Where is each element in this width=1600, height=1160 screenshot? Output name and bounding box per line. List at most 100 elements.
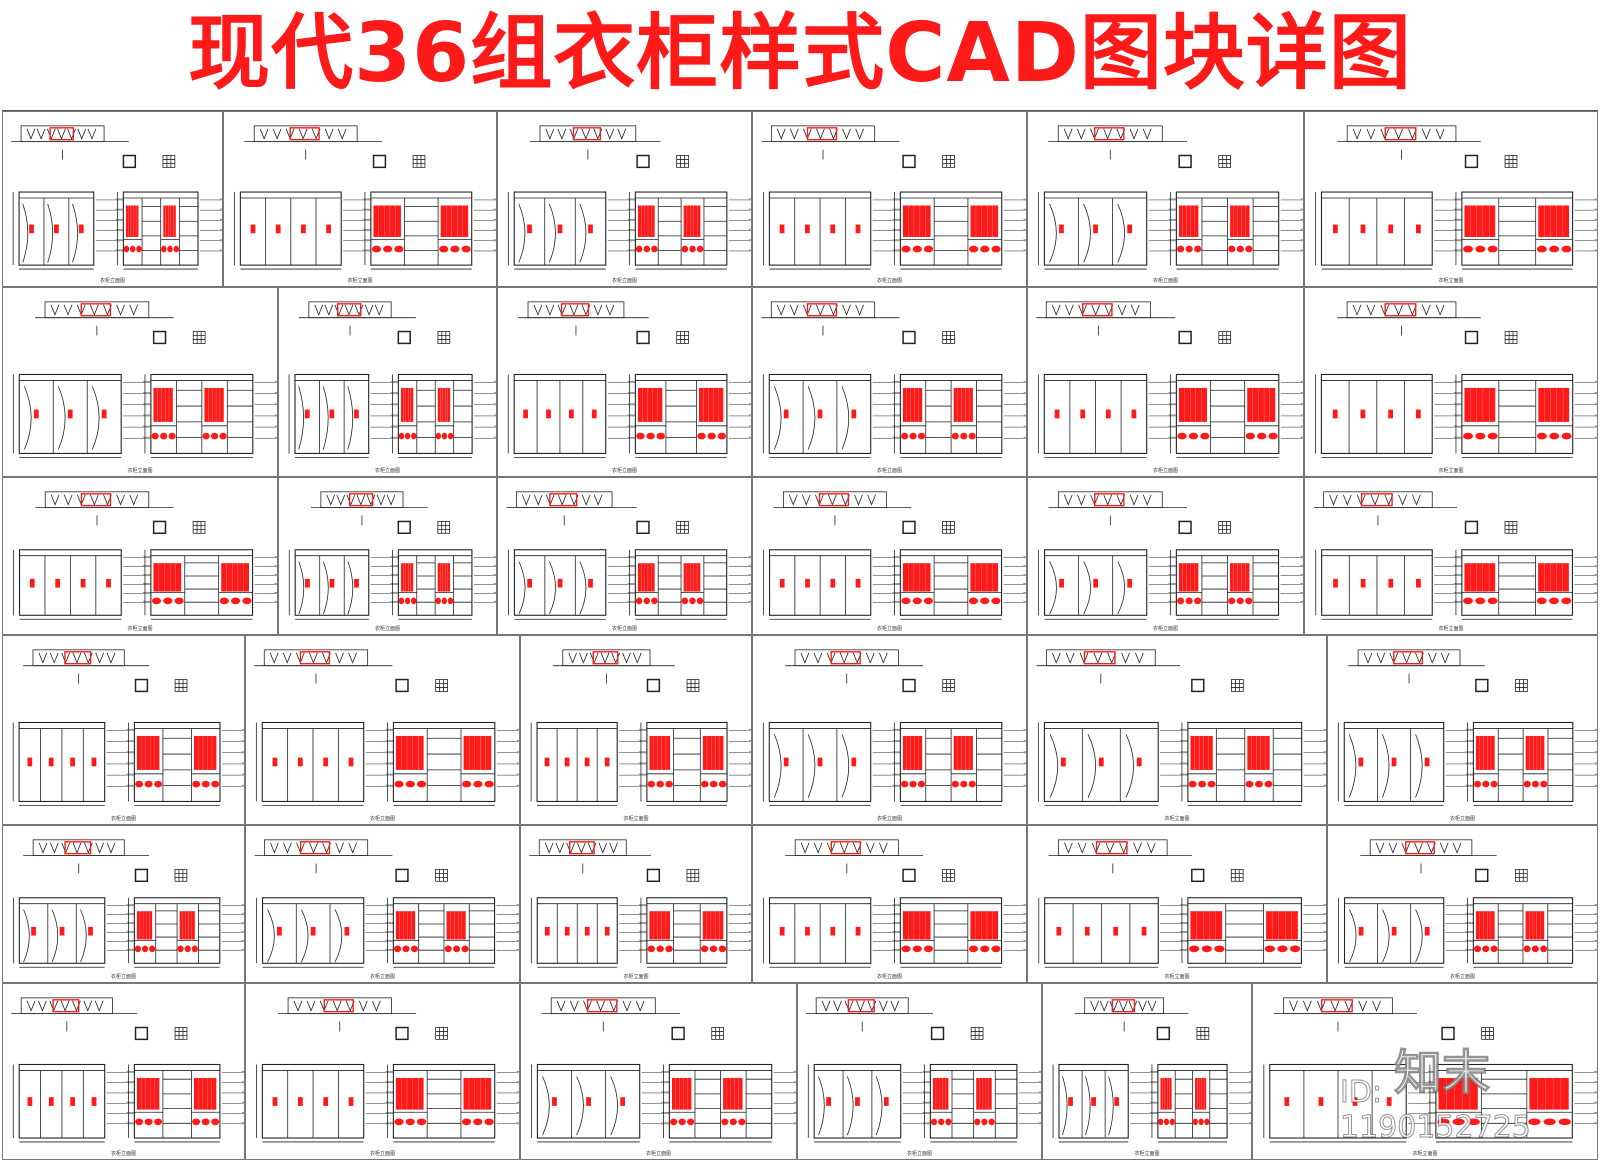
tile-caption: 衣柜立面图 [611,468,637,474]
tile-caption: 衣柜立面图 [876,626,902,632]
tile-caption: 衣柜立面图 [611,278,637,284]
wardrobe-elevation-drawing [530,649,751,806]
tile-caption: 衣柜立面图 [369,974,395,980]
wardrobe-elevation-drawing [13,491,277,620]
wardrobe-elevation-drawing [763,491,1026,620]
tile-caption: 衣柜立面图 [110,816,136,822]
tile-caption: 衣柜立面图 [127,468,153,474]
tile-caption: 衣柜立面图 [347,278,373,284]
wardrobe-elevation-drawing [763,839,1026,968]
wardrobe-elevation-drawing [507,301,751,458]
wardrobe-elevation-drawing [1338,839,1597,968]
wardrobe-elevation-drawing [288,491,496,620]
tile-caption: 衣柜立面图 [1438,468,1464,474]
wardrobe-drawing-tile: 衣柜立面图 [223,111,497,287]
wardrobe-drawing-tile: 衣柜立面图 [1027,825,1327,983]
wardrobe-drawing-tile: 衣柜立面图 [497,111,752,287]
wardrobe-drawing-tile: 衣柜立面图 [1304,477,1598,635]
wardrobe-drawing-tile: 衣柜立面图 [1027,477,1304,635]
wardrobe-drawing-tile: 衣柜立面图 [1304,111,1598,287]
wardrobe-drawing-tile: 衣柜立面图 [2,983,245,1160]
wardrobe-elevation-drawing [1038,839,1326,968]
tile-caption: 衣柜立面图 [374,626,400,632]
wardrobe-elevation-drawing [12,301,277,458]
tile-caption: 衣柜立面图 [623,974,649,980]
wardrobe-drawing-tile: 衣柜立面图 [752,825,1027,983]
tile-caption: 衣柜立面图 [645,1151,671,1157]
wardrobe-elevation-drawing [1036,649,1326,806]
tile-caption: 衣柜立面图 [1152,626,1178,632]
wardrobe-drawing-tile: 衣柜立面图 [278,477,497,635]
wardrobe-drawing-tile: 衣柜立面图 [497,287,752,477]
wardrobe-drawing-tile: 衣柜立面图 [245,983,520,1160]
wardrobe-drawing-tile: 衣柜立面图 [752,477,1027,635]
tile-caption: 衣柜立面图 [1164,974,1190,980]
tile-caption: 衣柜立面图 [1412,1151,1438,1157]
wardrobe-elevation-drawing [1052,997,1251,1143]
tile-caption: 衣柜立面图 [369,1151,395,1157]
wardrobe-drawing-tile: 衣柜立面图 [2,111,223,287]
tile-caption: 衣柜立面图 [374,468,400,474]
wardrobe-drawing-tile: 衣柜立面图 [245,825,520,983]
wardrobe-elevation-drawing [762,649,1026,806]
wardrobe-drawing-tile: 衣柜立面图 [1027,635,1327,825]
wardrobe-drawing-tile: 衣柜立面图 [278,287,497,477]
wardrobe-drawing-tile: 衣柜立面图 [1027,111,1304,287]
tile-caption: 衣柜立面图 [876,974,902,980]
tile-caption: 衣柜立面图 [906,1151,932,1157]
wardrobe-elevation-drawing [11,125,222,270]
tile-caption: 衣柜立面图 [1134,1151,1160,1157]
wardrobe-drawing-tile: 衣柜立面图 [1042,983,1252,1160]
wardrobe-drawing-tile: 衣柜立面图 [1327,825,1598,983]
wardrobe-elevation-drawing [254,839,519,968]
wardrobe-elevation-drawing [1313,491,1597,620]
wardrobe-elevation-drawing [806,997,1041,1143]
tile-caption: 衣柜立面图 [1449,816,1475,822]
wardrobe-elevation-drawing [256,997,519,1143]
wardrobe-drawing-tile: 衣柜立面图 [1327,635,1598,825]
wardrobe-drawing-tile: 衣柜立面图 [752,287,1027,477]
wardrobe-drawing-tile: 衣柜立面图 [752,111,1027,287]
tile-caption: 衣柜立面图 [1438,626,1464,632]
tile-caption: 衣柜立面图 [1164,816,1190,822]
tile-caption: 衣柜立面图 [1449,974,1475,980]
tile-caption: 衣柜立面图 [1438,278,1464,284]
wardrobe-drawing-tile: 衣柜立面图 [1304,287,1598,477]
wardrobe-elevation-drawing [12,649,244,806]
tile-caption: 衣柜立面图 [110,974,136,980]
tile-caption: 衣柜立面图 [1152,468,1178,474]
wardrobe-drawing-tile: 衣柜立面图 [797,983,1042,1160]
wardrobe-drawing-tile: 衣柜立面图 [1252,983,1598,1160]
wardrobe-elevation-drawing [1315,301,1597,458]
wardrobe-drawing-tile: 衣柜立面图 [245,635,520,825]
wardrobe-elevation-drawing [507,125,751,270]
wardrobe-elevation-drawing [11,997,244,1143]
wardrobe-elevation-drawing [254,649,519,806]
wardrobe-drawing-tile: 衣柜立面图 [520,983,797,1160]
tile-caption: 衣柜立面图 [127,626,153,632]
wardrobe-elevation-drawing [234,125,496,270]
wardrobe-elevation-drawing [1038,125,1303,270]
wardrobe-elevation-drawing [531,997,796,1143]
wardrobe-drawing-tile: 衣柜立面图 [2,635,245,825]
wardrobe-elevation-drawing [13,839,244,968]
wardrobe-elevation-drawing [1315,125,1597,270]
tile-caption: 衣柜立面图 [876,278,902,284]
wardrobe-elevation-drawing [529,839,751,968]
page-title: 现代36组衣柜样式CAD图块详图 [188,6,1412,101]
wardrobe-drawing-tile: 衣柜立面图 [520,635,752,825]
wardrobe-drawing-tile: 衣柜立面图 [2,825,245,983]
wardrobe-drawing-tile: 衣柜立面图 [1027,287,1304,477]
wardrobe-drawing-tile: 衣柜立面图 [520,825,752,983]
wardrobe-elevation-drawing [506,491,751,620]
wardrobe-elevation-drawing [1337,649,1597,806]
wardrobe-drawing-tile: 衣柜立面图 [2,477,278,635]
drawing-sheet: 衣柜立面图衣柜立面图衣柜立面图衣柜立面图衣柜立面图衣柜立面图衣柜立面图衣柜立面图… [2,110,1598,1160]
wardrobe-drawing-tile: 衣柜立面图 [497,477,752,635]
wardrobe-drawing-tile: 衣柜立面图 [752,635,1027,825]
wardrobe-elevation-drawing [1036,301,1303,458]
wardrobe-elevation-drawing [288,301,496,458]
tile-caption: 衣柜立面图 [876,468,902,474]
tile-caption: 衣柜立面图 [611,626,637,632]
wardrobe-drawing-tile: 衣柜立面图 [2,287,278,477]
